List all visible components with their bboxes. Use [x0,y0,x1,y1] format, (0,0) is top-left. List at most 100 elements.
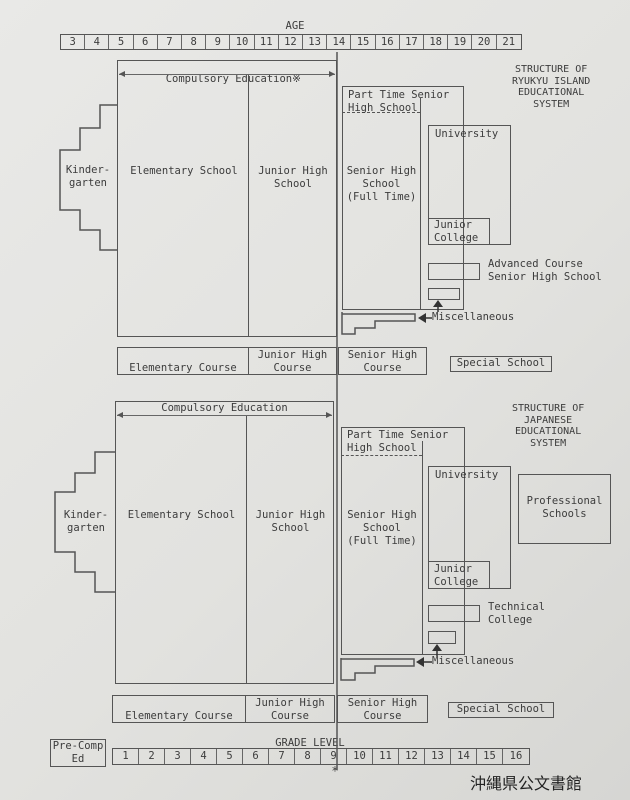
age-cell: 17 [400,35,425,49]
grade-cell: 2 [139,749,165,764]
ryukyu-senior-high-school: Senior High School (Full Time) [346,165,417,203]
japan-professional-schools: Professional Schools [526,495,603,520]
japan-senior-inner-line [422,441,423,655]
grade-cell: 4 [191,749,217,764]
japan-misc-steps [340,658,415,681]
ryukyu-kindergarten: Kinder- garten [65,164,111,189]
japan-misc-small-box [428,631,456,644]
ryukyu-advanced-box [428,263,480,280]
japan-junior-college-box [428,561,490,589]
age-cell: 18 [424,35,449,49]
ryukyu-senior-inner-line [420,98,421,310]
ryukyu-misc-steps [341,312,416,335]
age-cell: 6 [134,35,158,49]
grade-cell: 9 [321,749,347,764]
age-cell: 9 [206,35,231,49]
japan-kindergarten: Kinder- garten [63,509,109,534]
ryukyu-divider [248,75,249,337]
pre-comp-ed: Pre-Comp Ed [52,740,104,765]
grade-cell: 14 [451,749,477,764]
ryukyu-junior-high-school: Junior High School [258,165,328,190]
japan-divider [246,415,247,684]
japan-part-time-dash [341,455,422,456]
ryukyu-compulsory-mark: ※ [292,73,301,85]
bottom-asterisk: * [331,764,339,778]
ryukyu-part-time-senior-high: Part Time Senior High School [348,89,450,114]
japan-kindergarten-steps [54,451,115,593]
japan-junior-high-school: Junior High School [255,509,326,534]
japan-technical-college: Technical College [488,601,545,626]
grade-cell: 8 [295,749,321,764]
ryukyu-university: University [435,128,499,140]
age-cell: 11 [255,35,279,49]
grade-cell: 5 [217,749,243,764]
grade-cell: 15 [477,749,503,764]
grade-cell: 6 [243,749,269,764]
ryukyu-senior-high-block [342,86,464,310]
japan-misc-arrow [416,657,424,667]
japan-technical-box [428,605,480,622]
ryukyu-misc-arrow [418,313,426,323]
japan-compulsory-label: Compulsory Education [161,402,288,414]
ryukyu-miscellaneous: Miscellaneous [432,311,515,323]
ryukyu-misc-up-arrow [433,300,443,307]
age-cell: 16 [376,35,400,49]
japan-professional-schools-box [518,474,611,544]
age-cell: 8 [182,35,207,49]
grade-cell: 13 [425,749,451,764]
grade-cell: 12 [399,749,425,764]
japan-course-elementary: Elementary Course [125,710,233,722]
grade-cell: 7 [269,749,295,764]
grade-cell: 10 [347,749,373,764]
ryukyu-special-school: Special School [456,357,546,369]
ryukyu-course-elementary: Elementary Course [129,362,237,374]
japan-junior-college: Junior College [434,563,479,588]
ryukyu-junior-college-box [428,218,490,245]
age-cell: 12 [279,35,304,49]
archive-stamp: 沖縄県公文書館 [470,774,583,793]
age-cell: 13 [303,35,328,49]
grade-cell: 3 [165,749,191,764]
japan-university: University [435,469,499,481]
age-cell: 7 [158,35,183,49]
ryukyu-course-senior-box [338,347,427,375]
grade-cell: 16 [509,750,523,762]
ryukyu-kindergarten-steps [59,104,117,251]
japan-special-school-box [448,702,554,718]
grade-cell: 1 [113,749,139,764]
japan-elementary-school: Elementary School [127,509,236,521]
japan-miscellaneous: Miscellaneous [432,655,515,667]
japan-misc-up-arrow [432,644,442,651]
pre-comp-box [50,739,106,767]
age-cell: 4 [85,35,110,49]
grade-cell: 11 [373,749,399,764]
japan-compulsory-block [115,401,334,684]
japan-senior-high-school: Senior High School (Full Time) [347,509,417,547]
age-cell: 10 [230,35,255,49]
japan-course-junior: Junior High Course [255,697,325,722]
age-cell: 20 [472,35,497,49]
japan-part-time-senior-high: Part Time Senior High School [347,429,449,454]
age-cell: 15 [351,35,376,49]
age-cell: 21 [502,36,516,48]
age-cell: 19 [448,35,473,49]
ryukyu-compulsory-label: Compulsory Education [165,73,293,85]
ryukyu-junior-college: Junior College [434,219,479,244]
ryukyu-course-junior: Junior High Course [257,349,328,374]
japan-compulsory-arrow-line [117,415,332,416]
ryukyu-elementary-school: Elementary School [130,165,238,177]
age-cell: 5 [109,35,134,49]
age-label: AGE [285,20,305,32]
ryukyu-compulsory-arrow-line [119,74,335,75]
japan-course-junior-box [245,695,335,723]
ryukyu-misc-small-box [428,288,460,300]
ryukyu-special-school-box [450,356,552,372]
japan-senior-high-block [341,427,465,655]
ryukyu-advanced-course: Advanced Course Senior High School [488,258,602,283]
age-cell: 14 [327,35,352,49]
ryukyu-course-senior: Senior High Course [347,349,418,374]
